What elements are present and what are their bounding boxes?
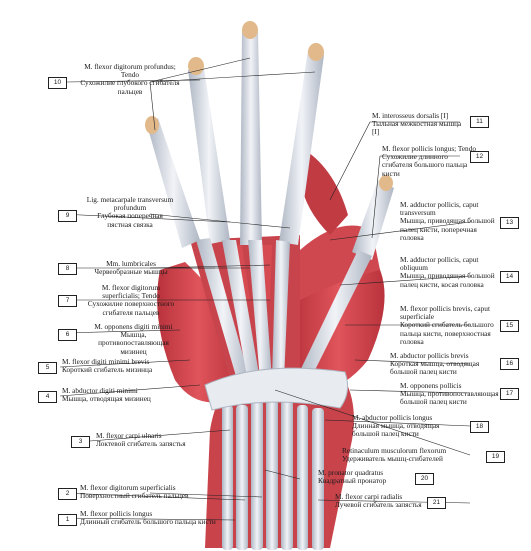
label-14: M. adductor pollicis, caput obliquum Мыш…	[400, 255, 500, 289]
label-15-latin: M. flexor pollicis brevis, caput superfi…	[400, 304, 490, 322]
label-21-latin: M. flexor carpi radialis	[335, 492, 403, 501]
label-15: M. flexor pollicis brevis, caput superfi…	[400, 304, 500, 346]
label-number-12: 12	[470, 151, 489, 163]
label-8: Mm. lumbricales Червеобразные мышцы	[86, 259, 176, 277]
label-4-russian: Мышца, отводящая мизинец	[62, 394, 151, 404]
label-16-russian: Короткая мышца, отводящая большой палец …	[390, 359, 480, 377]
label-13-russian: Мышца, приводящая большой палец кисти, п…	[400, 216, 495, 242]
label-10: M. flexor digitorum profundus; Tendo Сух…	[80, 62, 180, 96]
label-13-latin: M. adductor pollicis, caput transversum	[400, 200, 479, 218]
label-16: M. abductor pollicis brevis Короткая мыш…	[390, 351, 500, 377]
label-number-5: 5	[38, 362, 57, 374]
interosseus	[300, 150, 348, 235]
label-number-15: 15	[500, 320, 519, 332]
label-6-latin: M. opponens digiti minimi	[94, 322, 173, 331]
label-2: M. flexor digitorum superficialis Поверх…	[80, 483, 220, 501]
label-number-8: 8	[58, 263, 77, 275]
label-5: M. flexor digiti minimi brevis Короткий …	[62, 357, 177, 375]
label-14-latin: M. adductor pollicis, caput obliquum	[400, 255, 479, 273]
label-17: M. opponens pollicis Мышца, противопоста…	[400, 381, 500, 407]
label-20-latin: M. pronator quadratus	[318, 468, 384, 477]
fingers	[147, 30, 394, 260]
hypothenar-muscles	[157, 262, 240, 403]
label-18: M. abductor pollicis longus Длинная мышц…	[352, 413, 467, 439]
label-14-russian: Мышца, приводящая большой палец кисти, к…	[400, 271, 495, 289]
label-2-latin: M. flexor digitorum superficialis	[80, 483, 176, 492]
label-12: M. flexor pollicis longus; Tendo Сухожил…	[382, 144, 480, 178]
label-19-russian: Удерживатель мышц-сгибателей	[342, 454, 443, 464]
label-13: M. adductor pollicis, caput transversum …	[400, 200, 500, 242]
label-18-latin: M. abductor pollicis longus	[352, 413, 433, 422]
label-20-russian: Квадратный пронатор	[318, 476, 387, 486]
palm-tendons	[196, 238, 372, 383]
label-number-21: 21	[427, 497, 446, 509]
label-number-3: 3	[71, 436, 90, 448]
label-3-russian: Локтевой сгибатель запястья	[96, 439, 186, 449]
label-21: M. flexor carpi radialis Лучевой сгибате…	[335, 492, 425, 510]
retinaculum	[204, 367, 349, 411]
label-17-russian: Мышца, противопоставляющая большой палец…	[400, 389, 499, 407]
label-19-latin: Retinaculum musculorum flexorum	[342, 446, 447, 455]
label-7: M. flexor digitorum superficialis; Tendo…	[86, 283, 176, 317]
label-4: M. abductor digiti minimi Мышца, отводящ…	[62, 386, 182, 404]
label-2-russian: Поверхностный сгибатель пальцев	[80, 491, 189, 501]
label-20: M. pronator quadratus Квадратный пронато…	[318, 468, 413, 486]
leader-lines	[59, 57, 471, 521]
label-11-latin: M. interosseus dorsalis [I]	[372, 111, 449, 120]
label-10-russian: Сухожилие глубокого сгибателя пальцев	[80, 78, 180, 96]
label-6-russian: Мышца, противопоставляющая мизинец	[98, 330, 169, 356]
label-number-19: 19	[486, 451, 505, 463]
label-number-17: 17	[500, 388, 519, 400]
label-18-russian: Длинная мышца, отводящая большой палец к…	[352, 421, 440, 439]
label-number-11: 11	[470, 116, 489, 128]
label-9-russian: Глубокая поперечная пястная связка	[97, 211, 163, 229]
label-number-18: 18	[470, 421, 489, 433]
label-11-russian: Тыльная межкостная мышца [I]	[372, 119, 462, 137]
label-number-13: 13	[500, 217, 519, 229]
label-5-russian: Короткий сгибатель мизинца	[62, 365, 153, 375]
label-11: M. interosseus dorsalis [I] Тыльная межк…	[372, 111, 467, 137]
label-1-russian: Длинный сгибатель большого пальца кисти	[80, 517, 216, 527]
label-8-latin: Mm. lumbricales	[106, 259, 156, 268]
label-number-10: 10	[48, 77, 67, 89]
label-number-16: 16	[500, 358, 519, 370]
label-16-latin: M. abductor pollicis brevis	[390, 351, 469, 360]
label-4-latin: M. abductor digiti minimi	[62, 386, 138, 395]
label-number-1: 1	[58, 514, 77, 526]
label-number-14: 14	[500, 271, 519, 283]
label-number-7: 7	[58, 295, 77, 307]
label-12-russian: Сухожилие длинного сгибателя большого па…	[382, 152, 468, 178]
label-number-9: 9	[58, 210, 77, 222]
label-7-latin: M. flexor digitorum superficialis; Tendo	[101, 283, 161, 301]
label-1-latin: M. flexor pollicis longus	[80, 509, 153, 518]
label-15-russian: Короткий сгибатель большого пальца кисти…	[400, 320, 494, 346]
label-5-latin: M. flexor digiti minimi brevis	[62, 357, 150, 366]
label-1: M. flexor pollicis longus Длинный сгибат…	[80, 509, 220, 527]
label-21-russian: Лучевой сгибатель запястья	[335, 500, 422, 510]
label-19: Retinaculum musculorum flexorum Удержива…	[342, 446, 482, 464]
fingertips	[145, 21, 393, 191]
label-12-latin: M. flexor pollicis longus; Tendo	[382, 144, 477, 153]
label-3: M. flexor carpi ulnaris Локтевой сгибате…	[96, 431, 216, 449]
label-9-latin: Lig. metacarpale transversum profundum	[86, 195, 174, 213]
label-number-4: 4	[38, 391, 57, 403]
label-number-20: 20	[415, 473, 434, 485]
label-number-6: 6	[58, 329, 77, 341]
label-number-2: 2	[58, 488, 77, 500]
label-6: M. opponens digiti minimi Мышца, противо…	[86, 322, 181, 356]
label-8-russian: Червеобразные мышцы	[94, 267, 168, 277]
forearm-tendons	[222, 400, 324, 550]
label-9: Lig. metacarpale transversum profundum Г…	[86, 195, 174, 229]
label-10-latin: M. flexor digitorum profundus; Tendo	[84, 62, 176, 80]
label-17-latin: M. opponens pollicis	[400, 381, 462, 390]
label-7-russian: Сухожилие поверхностного сгибателя пальц…	[87, 299, 175, 317]
label-3-latin: M. flexor carpi ulnaris	[96, 431, 162, 440]
